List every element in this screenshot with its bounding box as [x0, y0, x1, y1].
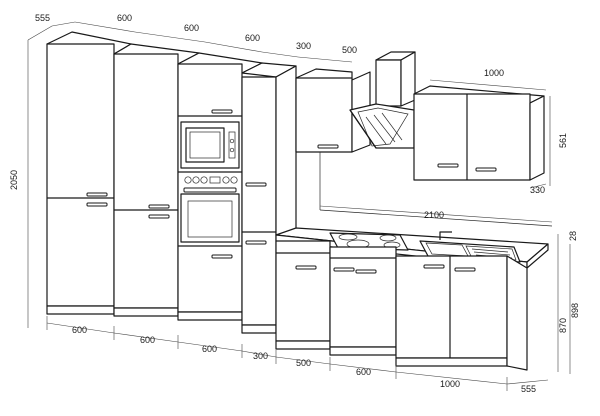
base-cabinet-600	[329, 246, 397, 356]
dim-bottom-300: 300	[253, 351, 268, 361]
dim-worktop-2100: 2100	[424, 210, 444, 220]
dim-top-555: 555	[35, 13, 50, 23]
dim-bottom-600-a: 600	[72, 325, 87, 335]
dim-bottom-500: 500	[296, 358, 311, 368]
dim-top-600-b: 600	[184, 23, 199, 33]
appliance-tall-cabinet	[177, 52, 263, 321]
dim-base-870: 870	[558, 318, 568, 333]
base-cabinet-1000	[395, 255, 528, 371]
dim-top-600-c: 600	[245, 33, 260, 43]
dim-wall-1000: 1000	[484, 68, 504, 78]
dim-wall-330: 330	[530, 185, 545, 195]
dim-height-2050: 2050	[9, 170, 19, 190]
dim-bottom-600-d: 600	[356, 367, 371, 377]
dim-top-600-a: 600	[117, 13, 132, 23]
tall-narrow-cabinet	[241, 62, 297, 334]
dim-top-500: 500	[342, 45, 357, 55]
dimension-lines	[27, 21, 571, 391]
dim-bottom-600-c: 600	[202, 344, 217, 354]
dim-worktop-28: 28	[568, 231, 578, 241]
dim-bottom-555: 555	[521, 384, 536, 394]
dim-wall-561: 561	[558, 133, 568, 148]
extractor-hood	[349, 51, 416, 149]
tall-cabinet-2	[113, 43, 200, 317]
base-cabinet-500	[275, 240, 331, 350]
dim-bottom-600-b: 600	[140, 335, 155, 345]
dim-base-898: 898	[570, 303, 580, 318]
hob	[329, 232, 409, 251]
oven	[180, 187, 240, 243]
dim-top-300: 300	[296, 41, 311, 51]
tall-cabinet-1	[46, 31, 132, 315]
microwave	[180, 121, 240, 169]
wall-cabinet-1000	[413, 85, 545, 181]
oven-knobs	[184, 176, 238, 184]
dim-bottom-1000: 1000	[440, 379, 460, 389]
